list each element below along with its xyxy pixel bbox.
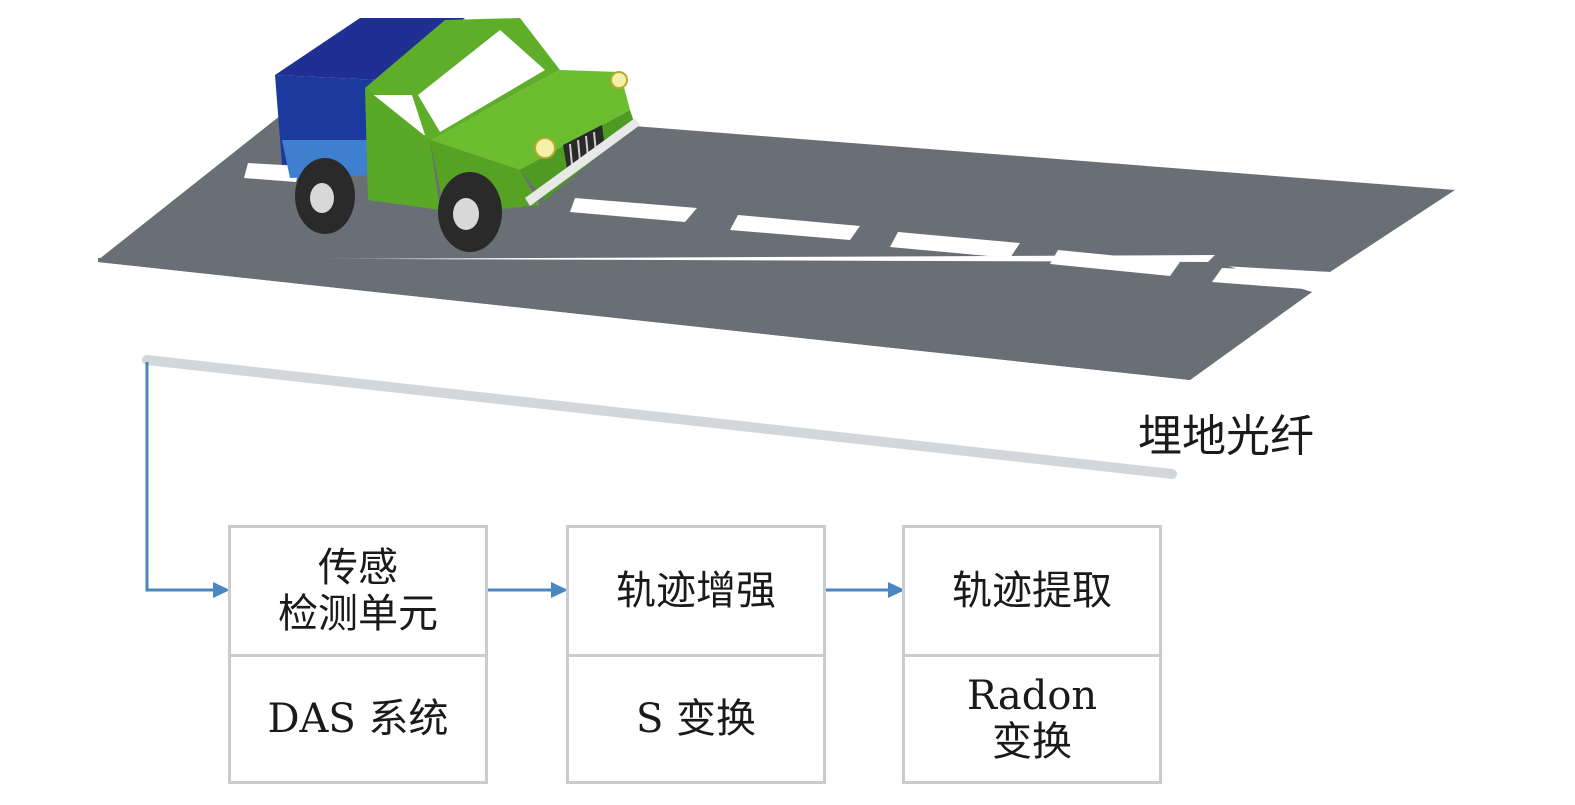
trajectory-enhancement-box: 轨迹增强 (566, 525, 826, 657)
connector-arrows (145, 362, 890, 592)
das-system-box: DAS 系统 (228, 654, 488, 784)
lane-markings (244, 163, 1330, 290)
sensing-unit-box: 传感 检测单元 (228, 525, 488, 657)
trajectory-extraction-box: 轨迹提取 (902, 525, 1162, 657)
truck-icon (275, 18, 640, 252)
radon-transform-box: Radon 变换 (902, 654, 1162, 784)
arrowheads (213, 582, 905, 598)
s-transform-box: S 变换 (566, 654, 826, 784)
fiber-label: 埋地光纤 (1138, 411, 1314, 462)
buried-fiber-cable (142, 355, 1177, 479)
